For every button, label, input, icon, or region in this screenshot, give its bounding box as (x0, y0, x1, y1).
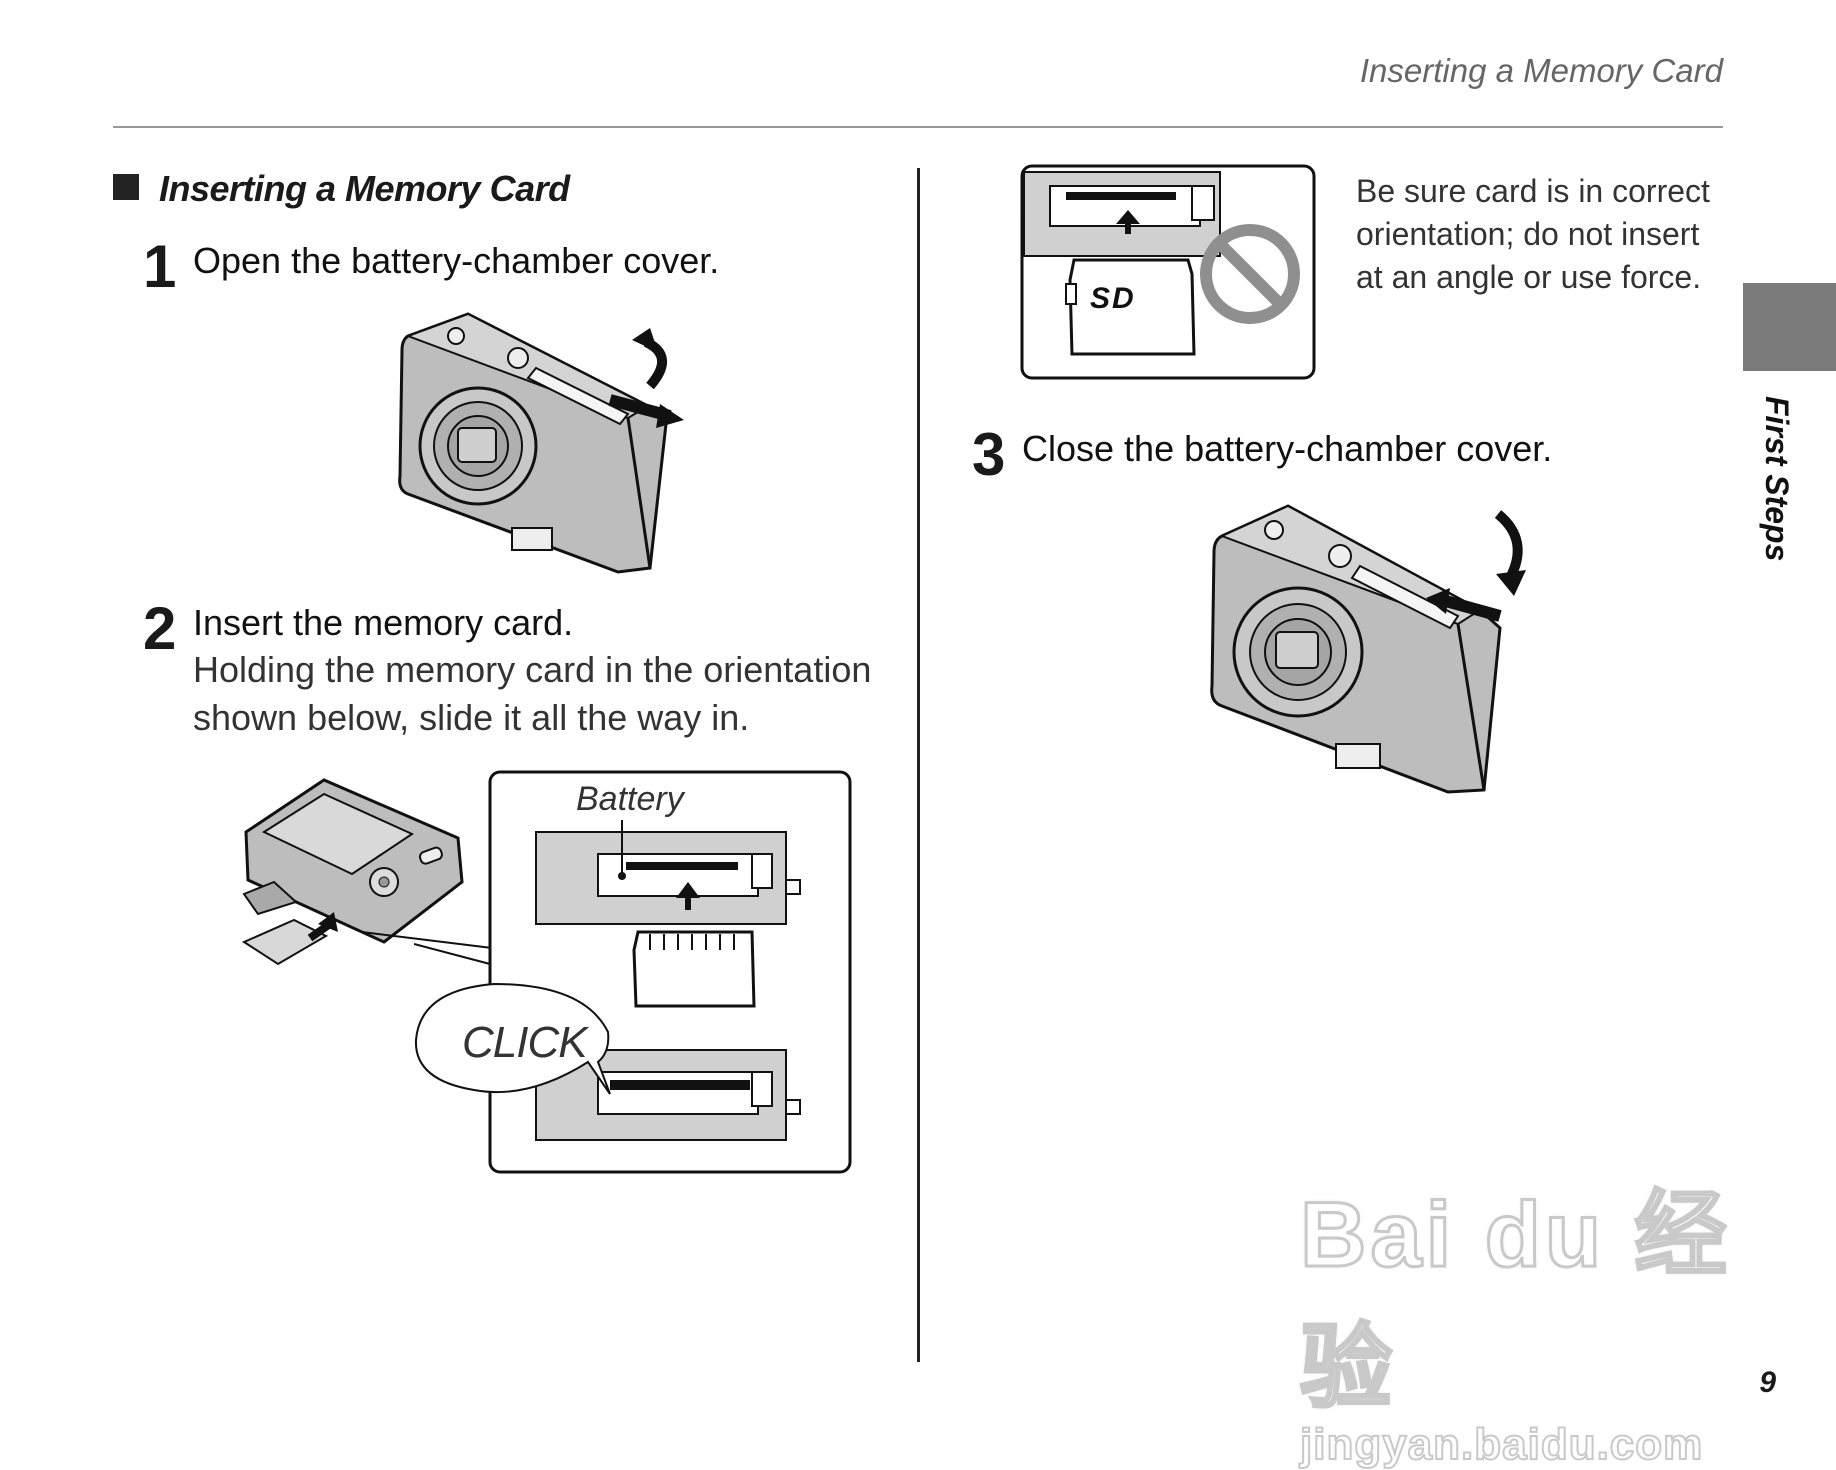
column-divider (917, 168, 920, 1362)
page-number: 9 (1759, 1366, 1776, 1399)
click-label: CLICK (462, 1018, 588, 1067)
battery-label: Battery (576, 780, 684, 818)
running-header: Inserting a Memory Card (1359, 52, 1723, 89)
step-3-number: 3 (972, 421, 1005, 488)
camera-insert-card-illustration (241, 778, 493, 966)
step-2-body: Holding the memory card in the orientati… (193, 649, 872, 738)
camera-close-cover-illustration (1210, 504, 1526, 794)
step-1-title: Open the battery-chamber cover. (193, 240, 720, 281)
card-slot-callout (414, 770, 852, 1174)
step-3-title: Close the battery-chamber cover. (1022, 428, 1553, 469)
step-2-number: 2 (143, 595, 176, 662)
camera-open-cover-illustration (398, 312, 684, 574)
watermark: Bai du 经验 jingyan.baidu.com (1299, 1183, 1731, 1470)
chapter-tab (1743, 283, 1836, 371)
bullet-square-icon (113, 174, 139, 200)
step-2-title: Insert the memory card. (193, 602, 574, 643)
section-title: Inserting a Memory Card (113, 168, 570, 210)
sd-logo: SD (1090, 282, 1136, 315)
chapter-tab-label: First Steps (1759, 396, 1795, 562)
step-1-number: 1 (143, 233, 176, 300)
header-rule (113, 126, 1723, 128)
caution-note: Be sure card is in correct orientation; … (1356, 173, 1710, 295)
wrong-orientation-illustration (1020, 164, 1316, 380)
